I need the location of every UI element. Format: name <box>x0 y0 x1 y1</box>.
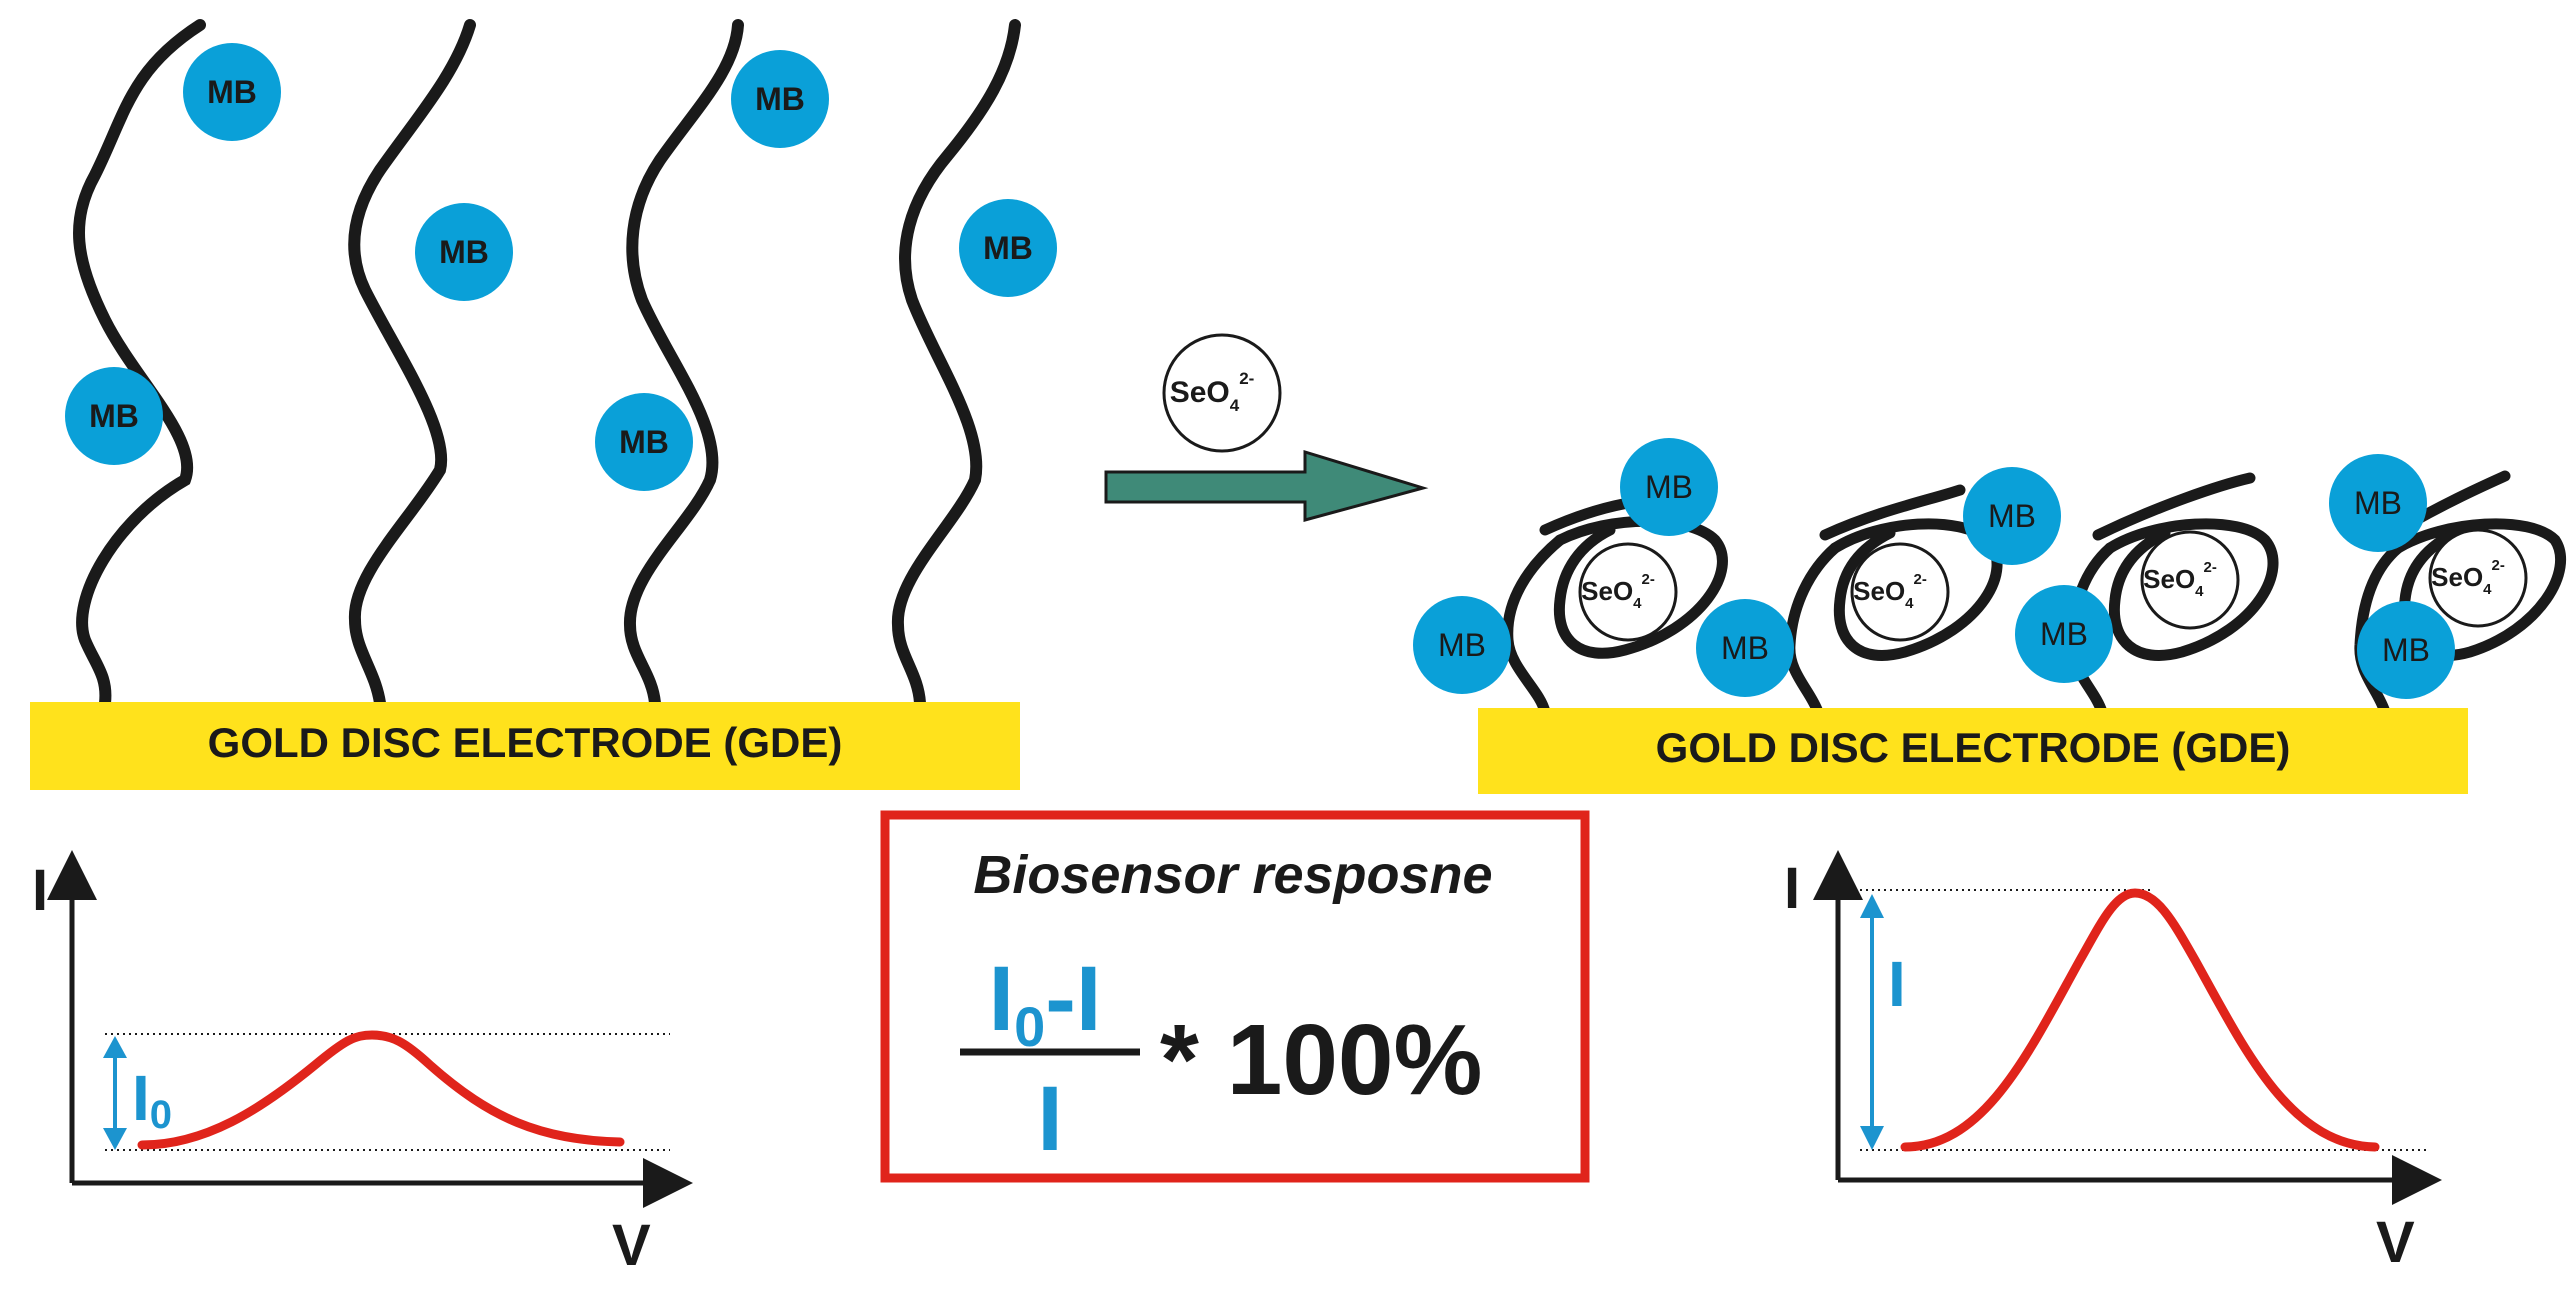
mb-label: MB <box>2040 616 2088 652</box>
analyte-selenate: SeO42- <box>1162 333 1282 453</box>
mb-label: MB <box>207 74 257 110</box>
formula-denominator: I <box>1037 1068 1063 1170</box>
formula-title: Biosensor resposne <box>973 845 1492 905</box>
folded-complex: SeO42- MB MB <box>1413 438 1728 718</box>
mb-bead: MB <box>731 50 829 148</box>
svg-text:SeO42-: SeO42- <box>2431 557 2505 598</box>
biosensor-response-box: Biosensor resposne I0-I I * 100% <box>880 810 1590 1183</box>
left-peak-current-label: I0 <box>132 1062 172 1137</box>
mb-label: MB <box>619 424 669 460</box>
mb-label: MB <box>1988 498 2036 534</box>
mb-label: MB <box>983 230 1033 266</box>
svg-text:SeO42-: SeO42- <box>1581 571 1655 612</box>
mb-bead: MB <box>183 43 281 141</box>
formula-numerator: I0-I <box>989 948 1102 1058</box>
left-peak-curve <box>137 1030 625 1150</box>
right-folded-complexes: SeO42- MB MB SeO42- MB MB SeO42- MB <box>1413 438 2566 718</box>
left-voltammogram: I V I0 <box>32 850 693 1278</box>
right-gold-electrode: GOLD DISC ELECTRODE (GDE) <box>1478 708 2468 794</box>
right-axis-x-label: V <box>2376 1210 2415 1275</box>
right-axis-y-label: I <box>1784 856 1800 921</box>
left-electrode-label: GOLD DISC ELECTRODE (GDE) <box>208 719 843 766</box>
svg-text:SeO42-: SeO42- <box>1853 571 1927 612</box>
mb-label: MB <box>89 398 139 434</box>
mb-label: MB <box>439 234 489 270</box>
mb-bead: MB <box>959 199 1057 297</box>
reaction-arrow <box>1104 449 1429 522</box>
mb-label: MB <box>755 81 805 117</box>
mb-label: MB <box>2354 485 2402 521</box>
mb-label: MB <box>1645 469 1693 505</box>
mb-label: MB <box>2382 632 2430 668</box>
aptamer-strand <box>891 19 1021 709</box>
svg-text:SeO42-: SeO42- <box>2143 559 2217 600</box>
aptamer-strand <box>623 19 744 709</box>
aptamer-strand <box>73 19 206 709</box>
mb-label: MB <box>1721 630 1769 666</box>
left-axis-x-label: V <box>612 1213 651 1278</box>
right-voltammogram: I V I <box>1784 850 2442 1275</box>
mb-bead: MB <box>65 367 163 465</box>
mb-bead: MB <box>415 203 513 301</box>
folded-complex: SeO42- MB MB <box>1696 467 2061 718</box>
formula-multiplier: * 100% <box>1160 1004 1482 1116</box>
analyte-label: SeO42- <box>1170 369 1255 415</box>
right-peak-current-label: I <box>1888 948 1906 1020</box>
left-mb-labels: MB MB MB MB MB MB <box>65 43 1057 491</box>
aptamer-strand <box>348 19 476 709</box>
folded-complex: SeO42- MB <box>2015 472 2279 718</box>
right-peak-curve <box>1900 888 2380 1152</box>
right-electrode-label: GOLD DISC ELECTRODE (GDE) <box>1656 724 2291 771</box>
folded-complex: SeO42- MB MB <box>2329 454 2566 718</box>
mb-label: MB <box>1438 627 1486 663</box>
left-axis-y-label: I <box>32 858 48 923</box>
left-gold-electrode: GOLD DISC ELECTRODE (GDE) <box>30 702 1020 790</box>
mb-bead: MB <box>595 393 693 491</box>
